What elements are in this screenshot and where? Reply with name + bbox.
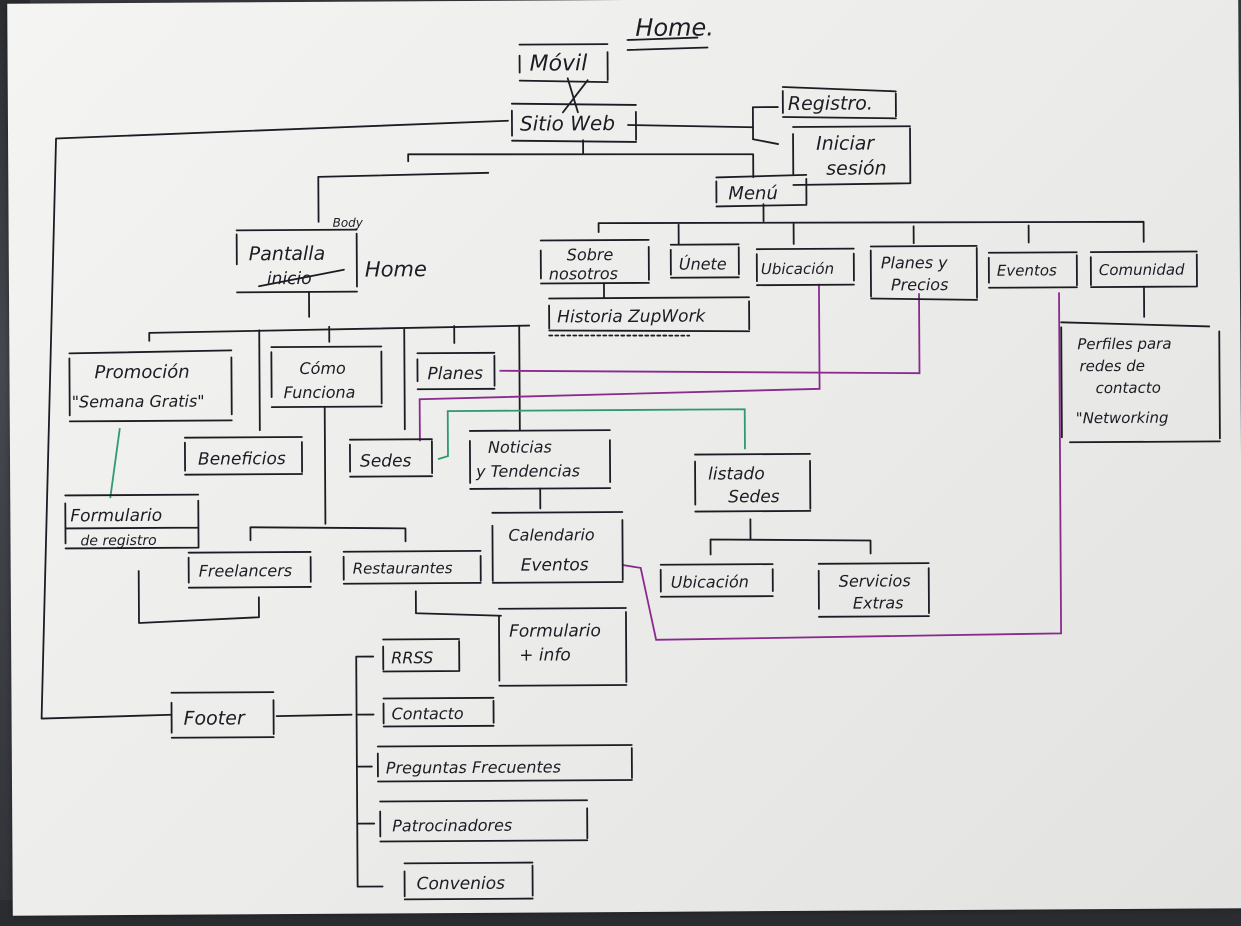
restaurantes-label: Restaurantes [353, 559, 453, 578]
servicios-line1: Servicios [839, 571, 911, 590]
sitio-web-label: Sitio Web [520, 111, 615, 136]
formulario-registro-line1: Formulario [70, 506, 162, 527]
promocion-line1: Promoción [94, 362, 189, 384]
inicio-strike [258, 268, 345, 288]
ubicacion-sedes-label: Ubicación [671, 572, 749, 591]
connector-lines [40, 36, 1146, 888]
promocion-line2: "Semana Gratis" [72, 392, 205, 412]
paper-sheet: Home. Móvil Sitio Web Registro. Iniciar … [7, 0, 1241, 916]
noticias-line1: Noticias [488, 437, 552, 456]
sesion-label: sesión [826, 157, 887, 179]
planes-y-label: Planes y [881, 253, 948, 272]
noticias-line2: y Tendencias [475, 461, 580, 481]
perfiles-line2: redes de [1079, 357, 1145, 375]
green-connectors [109, 408, 746, 499]
como-line1: Cómo [299, 359, 346, 378]
pantalla-label: Pantalla [249, 243, 326, 265]
formulario-registro-line2: de registro [80, 533, 156, 549]
convenios-label: Convenios [417, 874, 506, 895]
planes-label: Planes [427, 364, 483, 384]
perfiles-line3: contacto [1096, 379, 1161, 397]
eventos-label: Eventos [997, 261, 1057, 279]
servicios-line2: Extras [853, 593, 904, 612]
inicio-label: inicio [267, 269, 312, 289]
contacto-label: Contacto [392, 704, 464, 723]
node-labels: Home. Móvil Sitio Web Registro. Iniciar … [70, 13, 1185, 895]
node-boxes [64, 43, 1221, 901]
home-note: Home [365, 257, 427, 281]
sobre-label: Sobre [567, 245, 614, 264]
form-info-line2: + info [519, 645, 571, 665]
listado-label: listado [708, 464, 765, 484]
iniciar-label: Iniciar [816, 132, 875, 154]
calendario-line2: Eventos [521, 555, 589, 575]
footer-label: Footer [184, 707, 246, 729]
movil-label: Móvil [530, 51, 588, 76]
como-line2: Funciona [284, 383, 356, 402]
purple-connectors [418, 283, 1062, 641]
sitemap-diagram: Home. Móvil Sitio Web Registro. Iniciar … [40, 13, 1221, 901]
calendario-line1: Calendario [508, 525, 595, 545]
nosotros-label: nosotros [549, 264, 618, 283]
menu-label: Menú [728, 183, 778, 204]
listado-sedes-label: Sedes [728, 487, 780, 507]
beneficios-label: Beneficios [198, 449, 286, 470]
comunidad-label: Comunidad [1099, 261, 1185, 280]
body-label: Body [333, 216, 364, 230]
historia-label: Historia ZupWork [557, 307, 706, 328]
home-title: Home. [635, 13, 714, 41]
patrocinadores-label: Patrocinadores [392, 816, 512, 836]
preguntas-label: Preguntas Frecuentes [386, 757, 561, 777]
sedes-label: Sedes [360, 451, 412, 471]
ubicacion-menu-label: Ubicación [761, 260, 834, 278]
precios-label: Precios [891, 275, 949, 294]
registro-label: Registro. [788, 92, 873, 115]
freelancers-label: Freelancers [199, 561, 293, 581]
perfiles-line4: "Networking [1076, 409, 1169, 428]
form-info-line1: Formulario [509, 621, 601, 642]
perfiles-line1: Perfiles para [1077, 335, 1171, 354]
rrss-label: RRSS [391, 648, 433, 667]
unete-label: Únete [679, 254, 727, 273]
